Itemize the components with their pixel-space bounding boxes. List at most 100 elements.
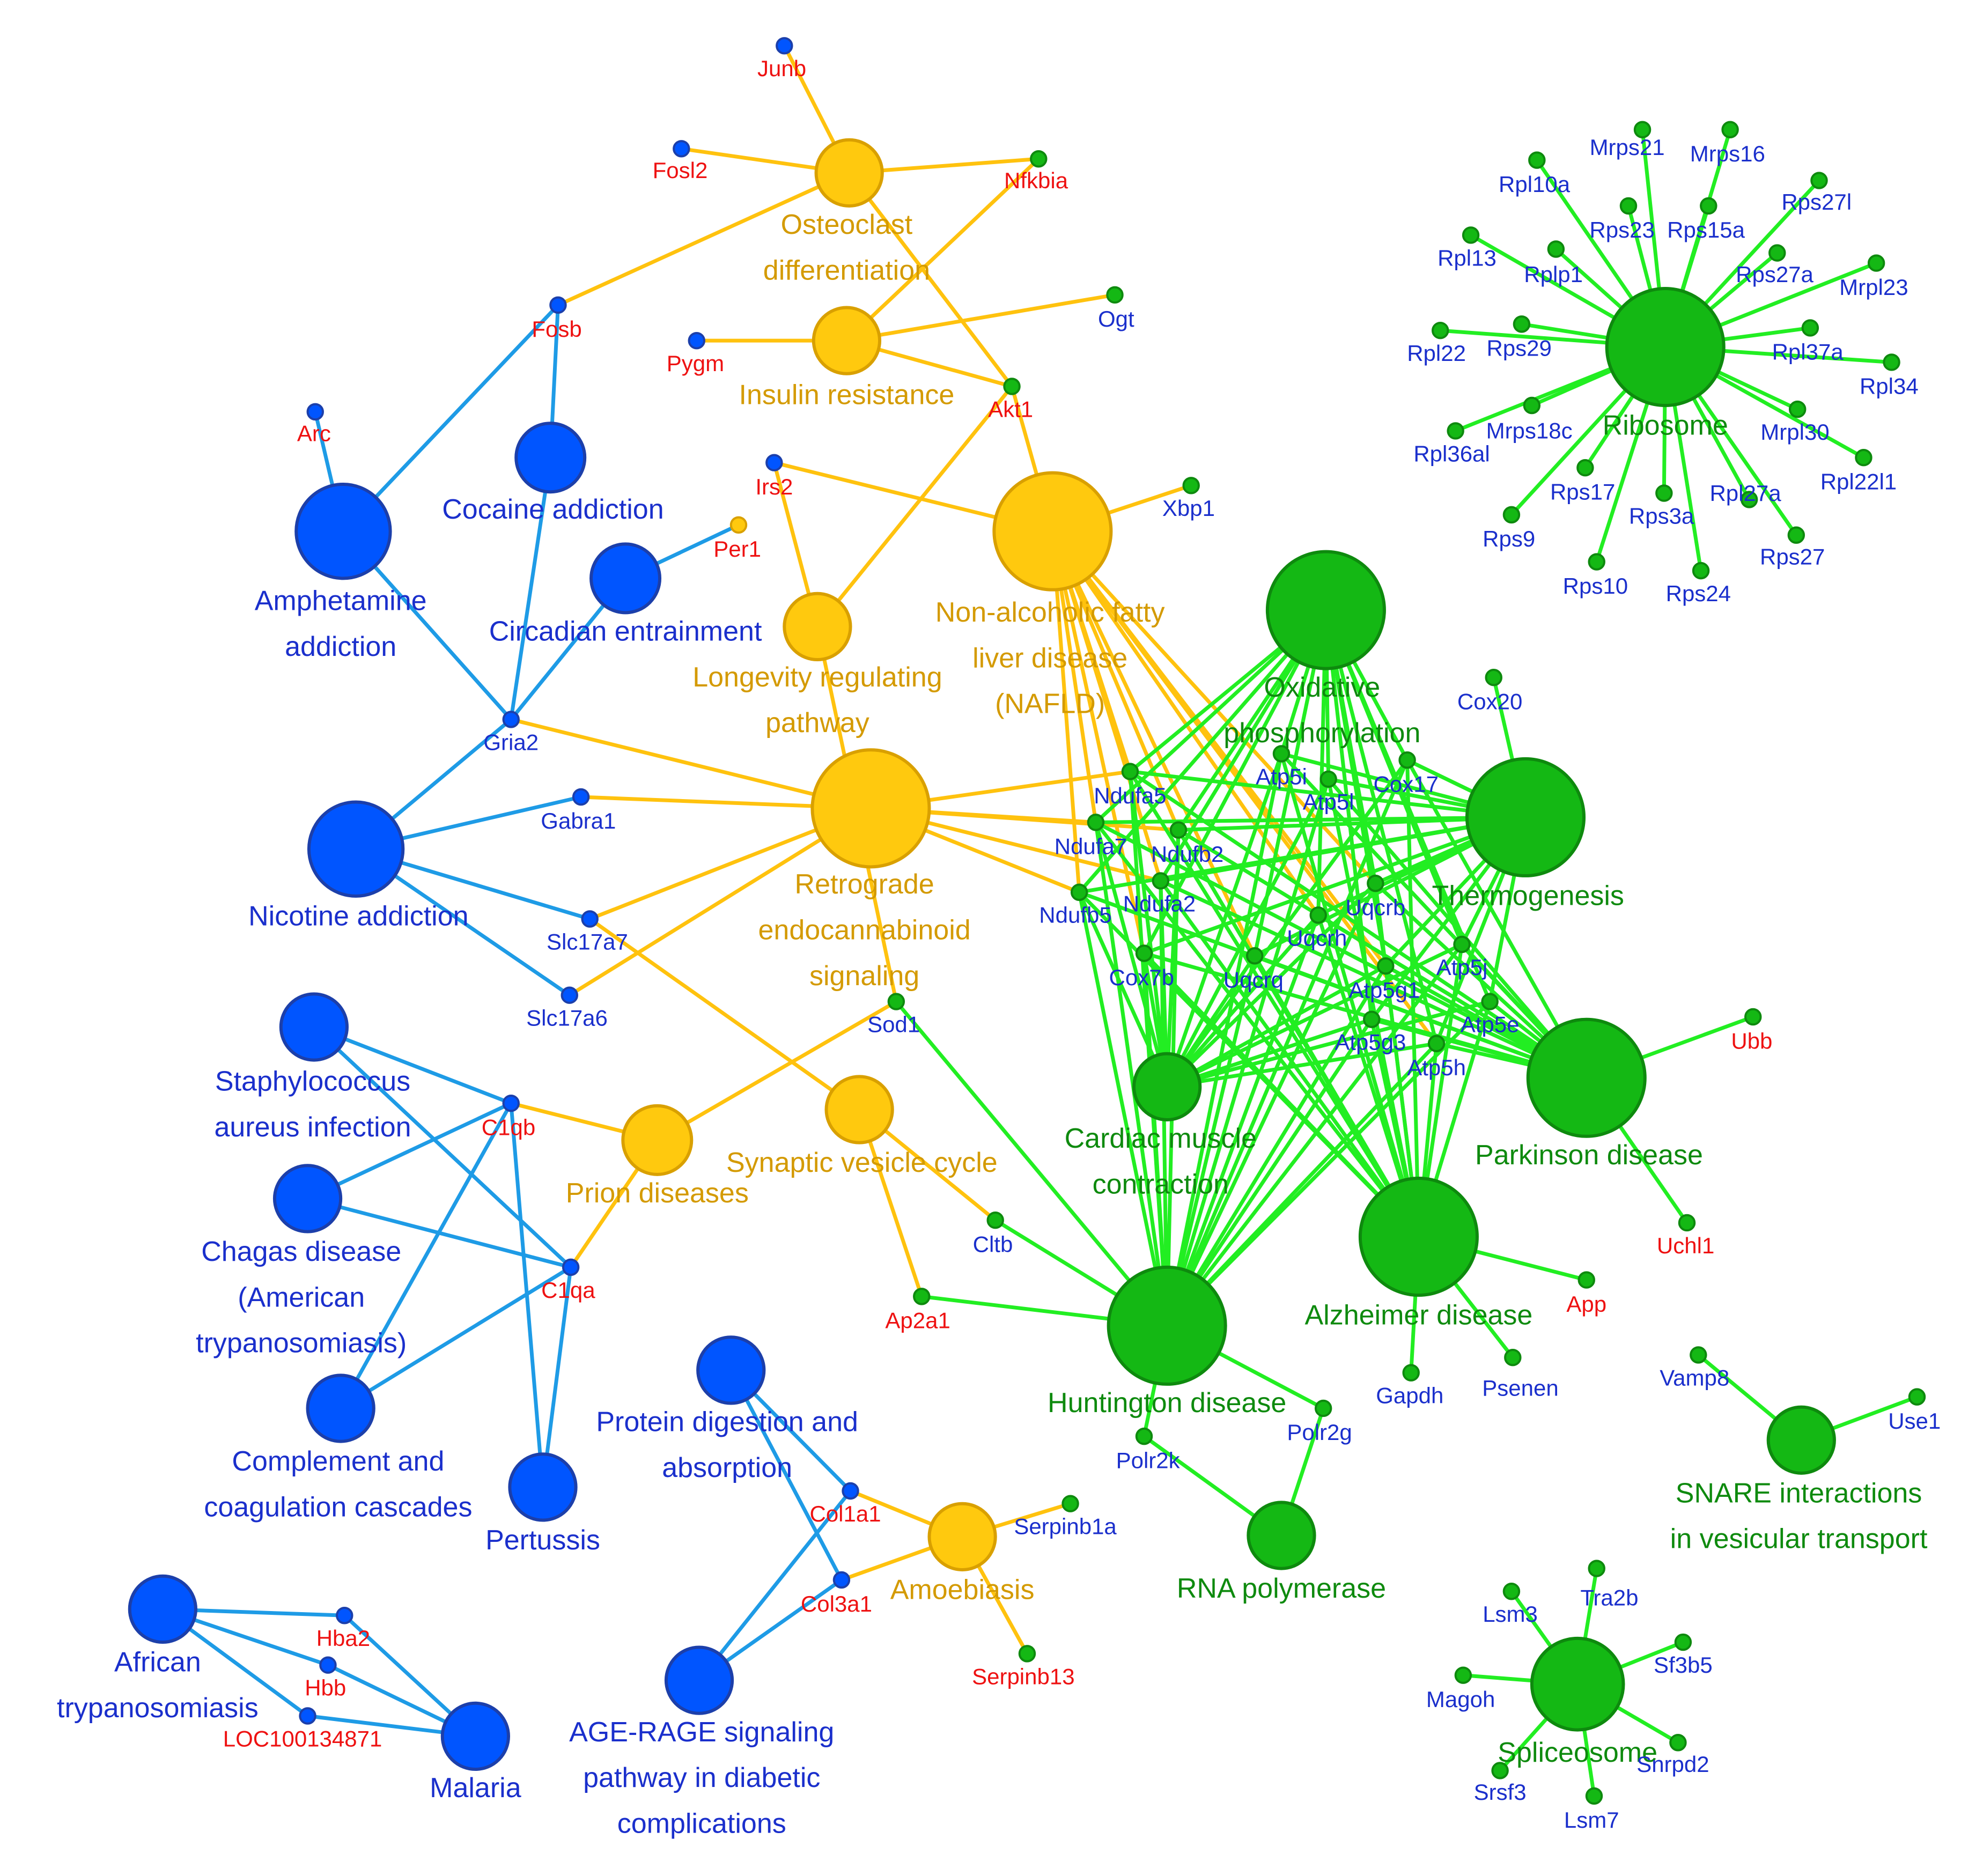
- gene-node-Rps9[interactable]: [1502, 506, 1521, 524]
- gene-node-Rpl13[interactable]: [1462, 226, 1480, 244]
- gene-node-C1qa[interactable]: [562, 1258, 580, 1276]
- term-node-t23[interactable]: [1526, 1017, 1647, 1138]
- term-node-t7[interactable]: [783, 592, 852, 662]
- gene-node-Hbb[interactable]: [319, 1656, 337, 1674]
- term-node-t2[interactable]: [812, 306, 882, 375]
- gene-node-Lsm3[interactable]: [1502, 1583, 1521, 1600]
- term-node-t12[interactable]: [306, 1373, 375, 1443]
- term-node-t22[interactable]: [1465, 757, 1586, 877]
- gene-node-C1qb[interactable]: [502, 1094, 520, 1112]
- gene-node-Rps10[interactable]: [1588, 553, 1605, 571]
- gene-node-Arc[interactable]: [306, 403, 324, 421]
- gene-node-Rps15a[interactable]: [1700, 197, 1717, 215]
- gene-node-Serpinb13[interactable]: [1018, 1645, 1036, 1663]
- gene-node-Ndufa5[interactable]: [1121, 763, 1139, 780]
- gene-node-Hba2[interactable]: [336, 1607, 353, 1624]
- gene-node-Srsf3[interactable]: [1491, 1762, 1509, 1779]
- gene-node-Atp5e[interactable]: [1481, 993, 1499, 1010]
- gene-node-Rps27[interactable]: [1787, 526, 1805, 544]
- gene-node-Uchl1[interactable]: [1678, 1214, 1696, 1232]
- term-node-t21[interactable]: [1265, 550, 1386, 670]
- term-node-t26[interactable]: [1107, 1265, 1227, 1386]
- gene-node-Serpinb1a[interactable]: [1061, 1495, 1079, 1512]
- term-node-t6[interactable]: [992, 471, 1113, 592]
- term-node-t20[interactable]: [440, 1701, 511, 1771]
- gene-node-Cltb[interactable]: [986, 1211, 1004, 1229]
- gene-node-Rps24[interactable]: [1692, 562, 1710, 580]
- gene-node-Atp5i[interactable]: [1272, 745, 1291, 763]
- gene-node-Uqcrb[interactable]: [1367, 874, 1384, 892]
- gene-node-Atp5g1[interactable]: [1377, 957, 1395, 975]
- term-node-t18[interactable]: [664, 1645, 734, 1715]
- gene-node-Ndufa7[interactable]: [1087, 814, 1105, 831]
- gene-node-Rpl22l1[interactable]: [1855, 448, 1873, 467]
- gene-node-Rps23[interactable]: [1619, 197, 1638, 215]
- gene-node-Junb[interactable]: [776, 37, 793, 55]
- gene-node-Rps27a[interactable]: [1768, 244, 1786, 262]
- gene-node-Rpl36al[interactable]: [1447, 422, 1464, 440]
- gene-node-Magoh[interactable]: [1454, 1666, 1472, 1684]
- gene-node-Snrpd2[interactable]: [1669, 1734, 1687, 1752]
- term-node-t13[interactable]: [508, 1452, 578, 1522]
- term-node-t30[interactable]: [1530, 1636, 1625, 1732]
- term-node-t24[interactable]: [1132, 1052, 1202, 1121]
- term-node-t16[interactable]: [696, 1335, 766, 1405]
- term-node-t9[interactable]: [307, 800, 405, 898]
- gene-node-Cox17[interactable]: [1398, 751, 1416, 769]
- gene-node-Rpl34[interactable]: [1883, 353, 1900, 371]
- gene-node-Rpl10a[interactable]: [1528, 151, 1546, 169]
- gene-node-Slc17a7[interactable]: [581, 910, 599, 928]
- gene-node-Cox20[interactable]: [1485, 668, 1502, 686]
- gene-node-Uqcrh[interactable]: [1309, 906, 1327, 924]
- gene-node-Psenen[interactable]: [1504, 1348, 1522, 1367]
- gene-node-Rps17[interactable]: [1576, 459, 1594, 477]
- gene-node-Polr2k[interactable]: [1135, 1427, 1153, 1445]
- gene-node-Irs2[interactable]: [765, 454, 783, 471]
- gene-node-Fosl2[interactable]: [673, 140, 690, 158]
- gene-node-Fosb[interactable]: [549, 296, 567, 314]
- term-node-t14[interactable]: [621, 1104, 694, 1176]
- gene-node-Vamp8[interactable]: [1690, 1346, 1707, 1364]
- term-node-t27[interactable]: [1247, 1501, 1316, 1570]
- gene-node-Cox7b[interactable]: [1135, 944, 1153, 962]
- gene-node-App[interactable]: [1577, 1271, 1595, 1289]
- gene-node-Atp5l[interactable]: [1319, 770, 1337, 788]
- gene-node-Pygm[interactable]: [688, 331, 705, 350]
- gene-node-Mrps16[interactable]: [1721, 121, 1739, 138]
- term-node-t17[interactable]: [927, 1502, 997, 1571]
- gene-node-Atp5j[interactable]: [1453, 935, 1471, 954]
- gene-node-Rps29[interactable]: [1513, 315, 1531, 333]
- gene-node-Tra2b[interactable]: [1588, 1560, 1605, 1577]
- gene-node-Ndufa2[interactable]: [1152, 872, 1170, 890]
- gene-node-Sf3b5[interactable]: [1674, 1633, 1692, 1651]
- gene-node-Rpl27a[interactable]: [1740, 491, 1758, 508]
- gene-node-Slc17a6[interactable]: [561, 986, 578, 1004]
- gene-node-Lsm7[interactable]: [1585, 1787, 1603, 1805]
- gene-node-Col3a1[interactable]: [832, 1571, 851, 1589]
- gene-node-Rplp1[interactable]: [1547, 240, 1565, 258]
- term-node-t3[interactable]: [514, 422, 587, 494]
- gene-node-Ndufb5[interactable]: [1070, 883, 1088, 901]
- gene-node-Ap2a1[interactable]: [913, 1288, 931, 1305]
- gene-node-Mrpl30[interactable]: [1788, 400, 1807, 418]
- term-node-t11[interactable]: [272, 1164, 343, 1234]
- gene-node-Mrpl23[interactable]: [1867, 254, 1885, 272]
- term-node-t29[interactable]: [1766, 1405, 1836, 1475]
- gene-node-Xbp1[interactable]: [1182, 477, 1200, 494]
- gene-node-Rpl37a[interactable]: [1801, 319, 1819, 337]
- gene-node-Uqcrq[interactable]: [1245, 947, 1264, 965]
- gene-node-Ogt[interactable]: [1106, 286, 1124, 304]
- gene-node-Ubb[interactable]: [1744, 1008, 1762, 1026]
- term-node-t15[interactable]: [824, 1075, 894, 1144]
- gene-node-Gapdh[interactable]: [1402, 1364, 1420, 1382]
- gene-node-Akt1[interactable]: [1003, 378, 1021, 395]
- gene-node-Rpl22[interactable]: [1431, 321, 1449, 339]
- term-node-t8[interactable]: [810, 748, 931, 869]
- gene-node-Sod1[interactable]: [887, 993, 905, 1010]
- term-node-t25[interactable]: [1358, 1176, 1479, 1297]
- gene-node-LOC100134871[interactable]: [299, 1707, 316, 1725]
- term-node-t1[interactable]: [814, 138, 884, 208]
- gene-node-Ndufb2[interactable]: [1169, 821, 1188, 839]
- term-node-t5[interactable]: [589, 542, 662, 615]
- term-node-t28[interactable]: [1605, 286, 1726, 408]
